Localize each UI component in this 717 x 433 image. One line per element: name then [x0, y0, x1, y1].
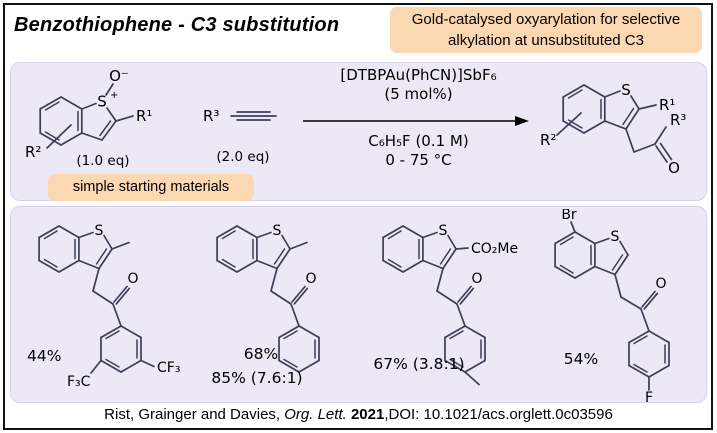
- example-1-oxygen-label: O: [127, 271, 138, 287]
- product-r3-label: R³: [670, 111, 686, 129]
- alkyne-r3-label: R³: [203, 107, 219, 125]
- example-1-yield: 44%: [27, 347, 61, 365]
- product-bonds: [556, 84, 673, 163]
- product-oxygen-label: O: [668, 159, 680, 177]
- catalyst-loading-label: (5 mol%): [384, 85, 453, 103]
- citation: Rist, Grainger and Davies, Org. Lett. 20…: [0, 406, 717, 423]
- solvent-label: C₆H₅F (0.1 M): [368, 132, 469, 150]
- example-3-oxygen-label: O: [471, 271, 482, 287]
- substrate-equiv-label: (1.0 eq): [76, 153, 129, 169]
- example-3-sulfur-label: S: [439, 223, 448, 239]
- example-2-yield-1: 68%: [244, 345, 278, 363]
- alkyne-equiv-label: (2.0 eq): [216, 149, 269, 165]
- page-title: Benzothiophene - C3 substitution: [14, 14, 340, 36]
- citation-doi: ,DOI: 10.1021/acs.orglett.0c03596: [384, 406, 613, 423]
- substrate-r1-label: R¹: [136, 107, 152, 125]
- example-2-bonds: [216, 225, 320, 373]
- starting-materials-note: simple starting materials: [48, 174, 254, 201]
- highlight-banner: Gold-catalysed oxyarylation for selectiv…: [390, 7, 702, 53]
- example-1-bonds: [38, 225, 155, 374]
- example-3-ester-label: CO₂Me: [471, 241, 518, 257]
- example-3-bonds: [382, 225, 486, 386]
- product-sulfur-label: S: [621, 81, 631, 99]
- banner-line1: Gold-catalysed oxyarylation for selectiv…: [411, 11, 681, 28]
- citation-authors: Rist, Grainger and Davies,: [104, 406, 285, 423]
- conditions-below-arrow: C₆H₅F (0.1 M) 0 - 75 °C: [306, 132, 531, 170]
- alkyne-bonds: [230, 111, 277, 121]
- reaction-arrow: [303, 116, 529, 126]
- example-1-sulfur-label: S: [95, 223, 104, 239]
- examples-panel: S O CF₃ F₃C 44%: [10, 206, 707, 403]
- citation-year: 2021: [350, 406, 385, 423]
- temperature-label: 0 - 75 °C: [385, 151, 452, 169]
- example-2-structure: S O 68% 85% (7.6:1): [211, 223, 320, 387]
- example-1-cf3-right-label: CF₃: [157, 360, 180, 376]
- example-2-yield-2: 85% (7.6:1): [211, 369, 302, 387]
- example-1-cf3-bottom-label: F₃C: [67, 374, 91, 390]
- conditions-above-arrow: [DTBPAu(PhCN)]SbF₆ (5 mol%): [306, 66, 531, 104]
- catalyst-label: [DTBPAu(PhCN)]SbF₆: [340, 66, 497, 84]
- citation-journal: Org. Lett.: [284, 406, 351, 423]
- example-4-structure: Br S O F 54%: [554, 209, 670, 403]
- product-structure: S R¹ R² R³ O: [540, 81, 686, 177]
- example-4-fluoro-label: F: [645, 390, 653, 403]
- example-4-oxygen-label: O: [655, 276, 666, 292]
- product-r2-label: R²: [540, 131, 556, 149]
- substrate-structure: S + O⁻ R¹ R² (1.0 eq): [25, 67, 152, 169]
- product-r1-label: R¹: [659, 96, 675, 114]
- example-3-yield: 67% (3.8:1): [373, 355, 464, 373]
- arrowhead: [515, 116, 529, 126]
- example-1-structure: S O CF₃ F₃C 44%: [27, 223, 180, 390]
- reaction-scheme-panel: S + O⁻ R¹ R² (1.0 eq) R³ (2.0 eq) [DTBPA…: [10, 62, 707, 201]
- example-4-yield: 54%: [564, 350, 598, 368]
- substrate-r2-label: R²: [25, 143, 41, 161]
- example-4-bromo-label: Br: [561, 209, 577, 223]
- example-4-bonds: [554, 221, 670, 391]
- substrate-bonds: [39, 83, 134, 149]
- alkyne-structure: R³ (2.0 eq): [203, 107, 277, 165]
- banner-line2: alkylation at unsubstituted C3: [448, 32, 644, 49]
- example-2-sulfur-label: S: [273, 223, 282, 239]
- substrate-sulfur-label: S: [97, 93, 107, 111]
- substrate-oxide-label: O⁻: [109, 67, 129, 85]
- substrate-charge-label: +: [110, 90, 118, 101]
- example-4-sulfur-label: S: [611, 229, 620, 245]
- example-2-oxygen-label: O: [305, 271, 316, 287]
- example-3-structure: S CO₂Me O 67% (3.8:1): [373, 223, 518, 386]
